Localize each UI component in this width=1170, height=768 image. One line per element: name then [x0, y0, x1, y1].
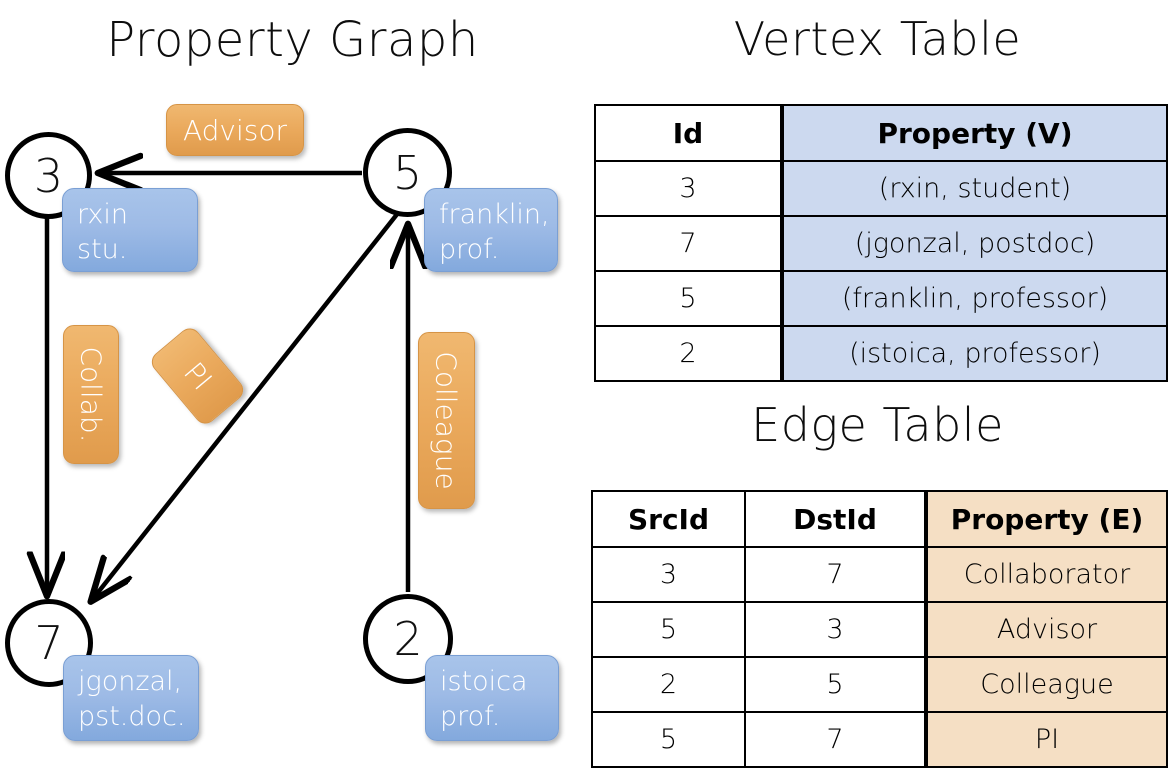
edge-row-0-src: 3 [591, 546, 746, 603]
vertex-property-box-7[interactable]: jgonzal, pst.doc. [63, 655, 199, 741]
vertex-row-2-property: (franklin, professor) [780, 270, 1168, 327]
vertex-table: Id Property (V) 3 (rxin, student) 7 (jgo… [594, 104, 1168, 382]
page-title-edge-table: Edge Table [751, 398, 1004, 452]
graph-edges-layer [0, 0, 585, 760]
vertex-property-box-5-role: prof. [439, 233, 500, 265]
edge-label-collab-text: Collab. [74, 346, 108, 443]
edge-label-colleague-text: Colleague [430, 351, 463, 490]
table-row[interactable]: 2 (istoica, professor) [594, 325, 1168, 382]
property-graph-canvas: 3 5 7 2 rxin stu. franklin, prof. jgonza… [0, 0, 585, 760]
edge-row-3-property: PI [924, 711, 1168, 768]
edge-label-advisor[interactable]: Advisor [166, 104, 304, 156]
vertex-table-header-id: Id [594, 104, 783, 162]
vertex-property-box-7-name: jgonzal, [78, 666, 183, 697]
table-row[interactable]: 5 (franklin, professor) [594, 270, 1168, 327]
edge-row-0-dst: 7 [744, 546, 927, 603]
edge-row-1-src: 5 [591, 601, 746, 658]
vertex-property-box-5[interactable]: franklin, prof. [424, 188, 558, 272]
vertex-property-box-3-role: stu. [77, 233, 128, 265]
edge-label-advisor-text: Advisor [182, 113, 287, 147]
vertex-property-box-3[interactable]: rxin stu. [62, 188, 198, 272]
vertex-node-2-label: 2 [393, 612, 423, 666]
vertex-node-7-label: 7 [34, 616, 64, 670]
page-title-vertex-table: Vertex Table [733, 12, 1022, 66]
edge-table-header-property: Property (E) [924, 490, 1168, 548]
vertex-row-1-property: (jgonzal, postdoc) [780, 215, 1168, 272]
vertex-property-box-2[interactable]: istoica prof. [425, 655, 559, 741]
vertex-table-header-row: Id Property (V) [594, 104, 1168, 162]
vertex-property-box-5-name: franklin, [439, 199, 550, 230]
table-row[interactable]: 5 3 Advisor [591, 601, 1168, 658]
vertex-node-5[interactable]: 5 [363, 128, 452, 217]
edge-row-3-dst: 7 [744, 711, 927, 768]
edge-label-pi-text: PI [176, 355, 219, 397]
vertex-property-box-2-name: istoica [440, 666, 528, 697]
vertex-property-box-3-name: rxin [77, 199, 128, 230]
table-row[interactable]: 3 7 Collaborator [591, 546, 1168, 603]
edge-row-2-dst: 5 [744, 656, 927, 713]
vertex-row-1-id: 7 [594, 215, 783, 272]
vertex-node-2[interactable]: 2 [363, 594, 453, 684]
vertex-node-5-label: 5 [392, 145, 423, 200]
vertex-row-0-property: (rxin, student) [780, 160, 1168, 217]
vertex-property-box-2-role: prof. [440, 700, 501, 732]
vertex-table-header-property: Property (V) [780, 104, 1168, 162]
page-title-property-graph: Property Graph [106, 12, 479, 68]
edge-table-header-row: SrcId DstId Property (E) [591, 490, 1168, 548]
edge-table: SrcId DstId Property (E) 3 7 Collaborato… [591, 490, 1168, 768]
edge-row-2-src: 2 [591, 656, 746, 713]
edge-row-1-property: Advisor [924, 601, 1168, 658]
edge-table-header-dstid: DstId [744, 490, 927, 548]
table-row[interactable]: 5 7 PI [591, 711, 1168, 768]
table-row[interactable]: 2 5 Colleague [591, 656, 1168, 713]
edge-label-colleague[interactable]: Colleague [418, 332, 475, 509]
vertex-property-box-7-role: pst.doc. [78, 700, 186, 732]
vertex-row-0-id: 3 [594, 160, 783, 217]
edge-row-1-dst: 3 [744, 601, 927, 658]
vertex-row-3-id: 2 [594, 325, 783, 382]
table-row[interactable]: 7 (jgonzal, postdoc) [594, 215, 1168, 272]
edge-table-header-srcid: SrcId [591, 490, 746, 548]
edge-row-2-property: Colleague [924, 656, 1168, 713]
table-row[interactable]: 3 (rxin, student) [594, 160, 1168, 217]
edge-label-collab[interactable]: Collab. [63, 325, 119, 464]
edge-row-0-property: Collaborator [924, 546, 1168, 603]
vertex-row-3-property: (istoica, professor) [780, 325, 1168, 382]
vertex-node-3-label: 3 [33, 148, 64, 203]
vertex-row-2-id: 5 [594, 270, 783, 327]
edge-row-3-src: 5 [591, 711, 746, 768]
edge-5-to-7 [92, 211, 400, 600]
